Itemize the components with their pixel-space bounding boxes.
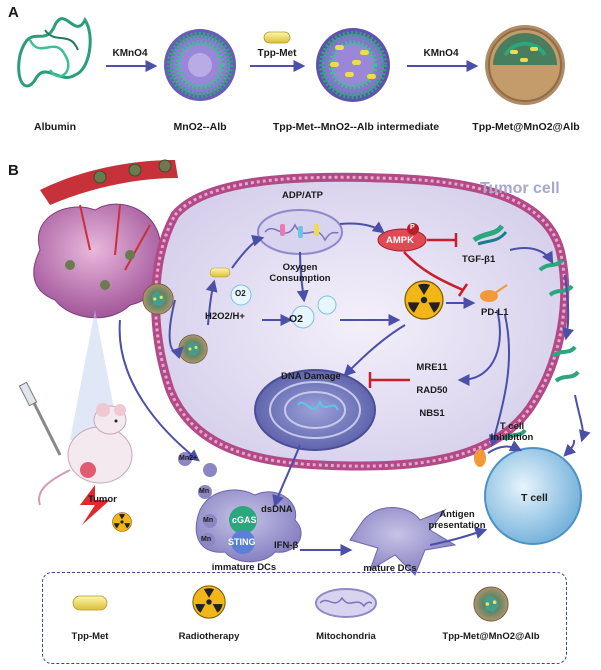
legend-box: [42, 572, 567, 664]
legend-radiotherapy-label: Radiotherapy: [178, 631, 240, 642]
mn-label-2: Mn: [199, 488, 210, 495]
mouse-icon: [38, 403, 133, 506]
nanoparticle-outside-icon: [142, 283, 174, 315]
t-cell-icon: [474, 428, 582, 545]
ifn-label: IFN-β: [274, 540, 299, 551]
t-cell-label: T cell: [521, 492, 548, 504]
legend-tpp-met-label: Tpp-Met: [71, 631, 109, 642]
blood-vessel-icon: [40, 159, 178, 205]
reagent-tpp-met: Tpp-Met: [257, 48, 297, 59]
oxygen-consumption-label: Oxygen Consumption: [269, 262, 331, 284]
pdl1-label: PD-L1: [481, 307, 509, 318]
intermediate-label: Tpp-Met--MnO2--Alb intermediate: [272, 121, 440, 133]
legend-tpp-met-icon: [72, 595, 108, 611]
legend-mitochondria-label: Mitochondria: [316, 631, 376, 642]
h2o2-label: H2O2/H+: [205, 311, 245, 322]
o2-left-label: O2: [235, 289, 246, 298]
albumin-label: Albumin: [34, 121, 76, 133]
pathway-arrows: [118, 221, 591, 556]
rad50-label: RAD50: [416, 385, 448, 396]
immature-dc-icon: [178, 452, 302, 563]
reagent-kmno4-first: KMnO4: [112, 48, 148, 59]
albumin-structure-icon: [17, 17, 92, 88]
mno2-alb-label: MnO2--Alb: [173, 121, 227, 133]
mre11-label: MRE11: [416, 362, 448, 373]
immature-dcs-label: immature DCs: [211, 562, 277, 573]
syringe-icon: [18, 381, 62, 456]
mn-label-1: Mn2+: [179, 455, 198, 462]
adp-atp-label: ADP/ATP: [282, 190, 323, 201]
o2-bubble-left-icon: [230, 284, 252, 306]
tumor-label: Tumor: [88, 494, 117, 505]
tgf-secreted-icons: [538, 258, 580, 383]
lightning-icon: [80, 485, 110, 525]
reagent-kmno4-second: KMnO4: [423, 48, 459, 59]
ampk-label: AMPK: [386, 235, 414, 246]
nanoparticle-inside-icon: [178, 334, 208, 364]
mn-label-3: Mn: [203, 517, 214, 524]
legend-mitochondria-icon: [315, 588, 377, 618]
nbs1-label: NBS1: [419, 408, 445, 419]
tpp-met-inside-icon: [209, 267, 231, 278]
antigen-presentation-label: Antigen presentation: [428, 509, 486, 531]
nucleus-icon: [254, 369, 376, 451]
dsdna-label: dsDNA: [261, 504, 293, 515]
tgf-label: TGF-β1: [462, 254, 496, 265]
tpp-met-mno2-alb-particle-icon: [485, 25, 565, 105]
intermediate-sphere-icon: [316, 28, 390, 102]
sting-label: STING: [228, 537, 256, 547]
radiation-in-cell-icon: [404, 280, 444, 320]
phospho-label: P: [410, 224, 415, 231]
final-particle-label: Tpp-Met@MnO2@Alb: [472, 121, 580, 133]
mno2-alb-sphere-icon: [164, 29, 236, 101]
mature-dc-icon: [349, 507, 457, 576]
tgf-receptor-icon: [472, 224, 508, 246]
inhibition-arrows: [368, 233, 469, 388]
mitochondrion-icon: [257, 209, 343, 255]
panel-a-label: A: [8, 4, 19, 21]
t-cell-inhibition-label: T cell Inhibition: [490, 421, 534, 443]
o2-bubble-right-icon: [317, 295, 337, 315]
cgas-label: cGAS: [232, 515, 257, 525]
ampk-node: [377, 223, 427, 252]
dna-damage-label: DNA Damage: [281, 371, 341, 382]
mature-dcs-label: mature DCs: [363, 563, 417, 574]
panel-b-label: B: [8, 162, 19, 179]
o2-right-label: O2: [289, 313, 304, 325]
radiation-mouse-icon: [112, 512, 132, 532]
pdl1-receptor-icon: [480, 284, 508, 302]
tumor-cell-title: Tumor cell: [480, 180, 560, 197]
legend-nanoparticle-label: Tpp-Met@MnO2@Alb: [442, 631, 540, 642]
tpp-met-capsule-icon: [263, 31, 291, 44]
mn-label-4: Mn: [201, 536, 212, 543]
tumor-cell-icon: [151, 172, 570, 471]
